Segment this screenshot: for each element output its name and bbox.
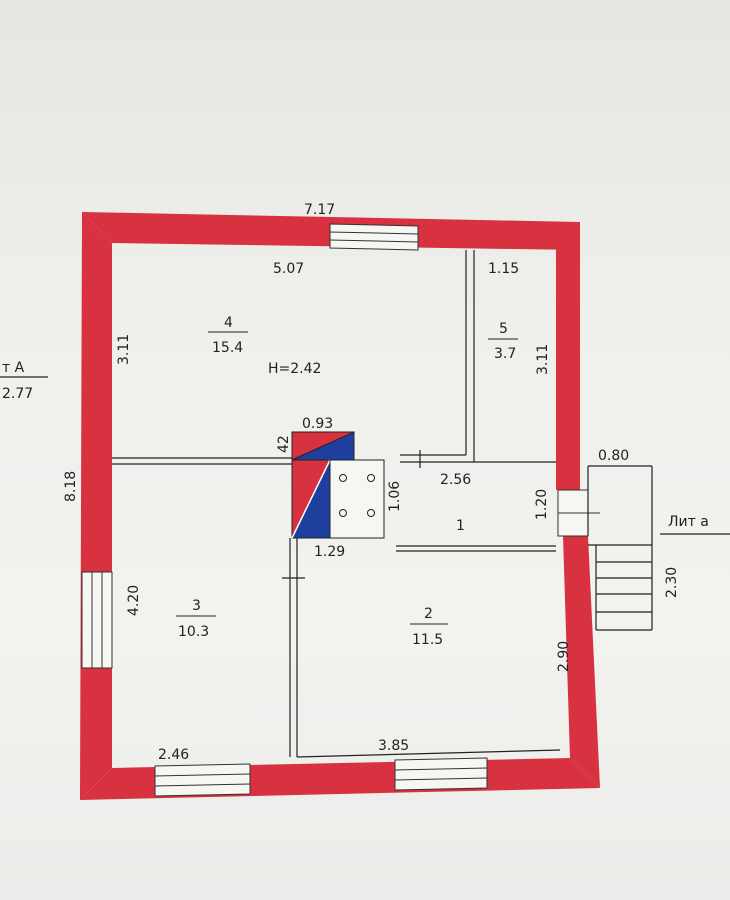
room2-area: 11.5: [412, 632, 443, 648]
room4-area: 15.4: [212, 340, 243, 356]
dim-hall-width: 2.56: [440, 472, 471, 488]
dim-room3-height: 4.20: [126, 585, 142, 616]
dim-stove-gap: 1.29: [314, 544, 345, 560]
window-top: [329, 223, 419, 251]
room1-number: 1: [456, 518, 465, 534]
stove: [291, 431, 385, 539]
dim-door-width: 1.20: [534, 489, 550, 520]
window-left: [81, 571, 113, 669]
left-wall: [80, 212, 112, 800]
window-bottom-left: [154, 763, 251, 797]
labels: 7.17 5.07 1.15 4 15.4 5 3.7 H=2.42 3.11 …: [2, 202, 709, 763]
dim-hall-depth: 1.06: [387, 481, 403, 512]
dim-bottom-left: 2.46: [158, 747, 189, 763]
right-wall-lower: [563, 536, 600, 788]
right-annex: [587, 465, 730, 631]
room3-number: 3: [192, 598, 201, 614]
window-bottom-right: [394, 757, 488, 791]
dim-room4-height: 3.11: [116, 334, 132, 365]
left-annex-dim: 2.77: [2, 386, 33, 402]
room3-area: 10.3: [178, 624, 209, 640]
left-annex-label: т А: [2, 360, 25, 376]
dim-stove-width: 0.93: [302, 416, 333, 432]
dim-top-length: 7.17: [304, 202, 335, 218]
ceiling-height: H=2.42: [268, 361, 321, 377]
dim-room2-height: 2.90: [556, 641, 572, 672]
windows: [81, 223, 600, 797]
dim-left-height: 8.18: [63, 471, 79, 502]
room5-area: 3.7: [494, 346, 516, 362]
room5-number: 5: [499, 321, 508, 337]
annex-label: Лит а: [668, 514, 709, 530]
dim-room4-width: 5.07: [273, 261, 304, 277]
dim-stove-depth: 42: [276, 435, 292, 453]
partitions: [112, 250, 561, 758]
dim-room5-height: 3.11: [535, 344, 551, 375]
dim-bottom-right: 3.85: [378, 738, 409, 754]
right-wall-upper: [556, 222, 580, 490]
door-right: [557, 489, 600, 537]
dim-room5-width: 1.15: [488, 261, 519, 277]
annex-depth: 2.30: [664, 567, 680, 598]
room4-number: 4: [224, 315, 233, 331]
annex-width: 0.80: [598, 448, 629, 464]
room2-number: 2: [424, 606, 433, 622]
